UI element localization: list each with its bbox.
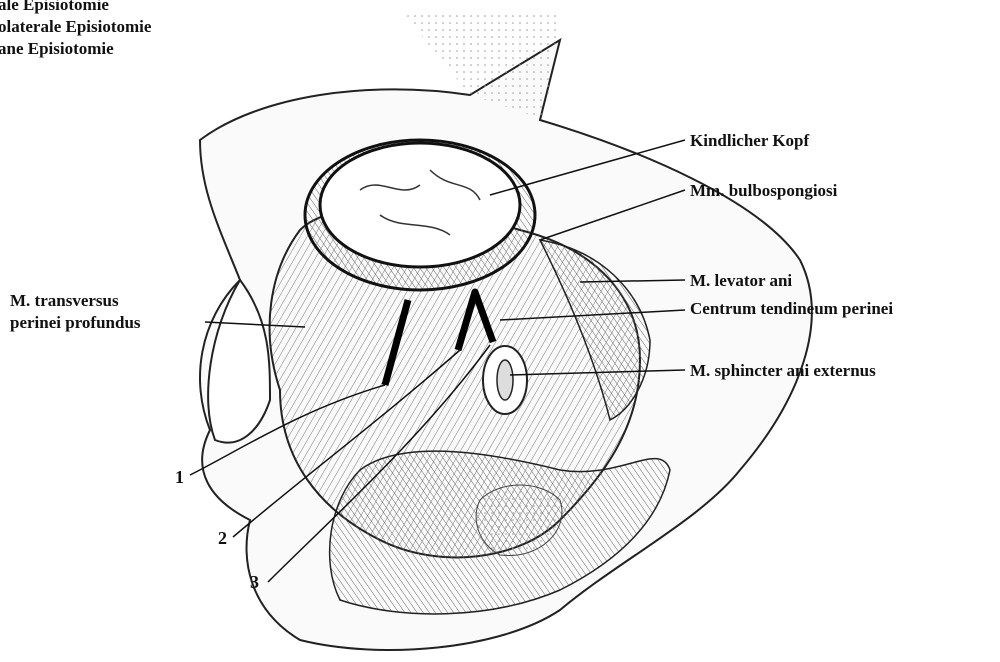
label-sphincter: M. sphincter ani externus (690, 360, 876, 381)
label-levator-ani: M. levator ani (690, 270, 792, 291)
label-kindlicher-kopf: Kindlicher Kopf (690, 130, 809, 151)
label-transversus-line2: perinei profundus (10, 312, 141, 333)
legend-item-2: olaterale Episiotomie (0, 16, 151, 37)
incision-number-1: 1 (175, 467, 184, 488)
label-centrum-tendineum: Centrum tendineum perinei (690, 298, 893, 319)
incision-number-3: 3 (250, 572, 259, 593)
label-bulbospongiosi: Mm. bulbospongiosi (690, 180, 837, 201)
label-transversus-line1: M. transversus (10, 290, 119, 311)
fetal-head (320, 143, 520, 267)
legend-item-1: ale Episiotomie (0, 0, 109, 15)
incision-number-2: 2 (218, 528, 227, 549)
legend-item-3: ane Episiotomie (0, 38, 114, 59)
